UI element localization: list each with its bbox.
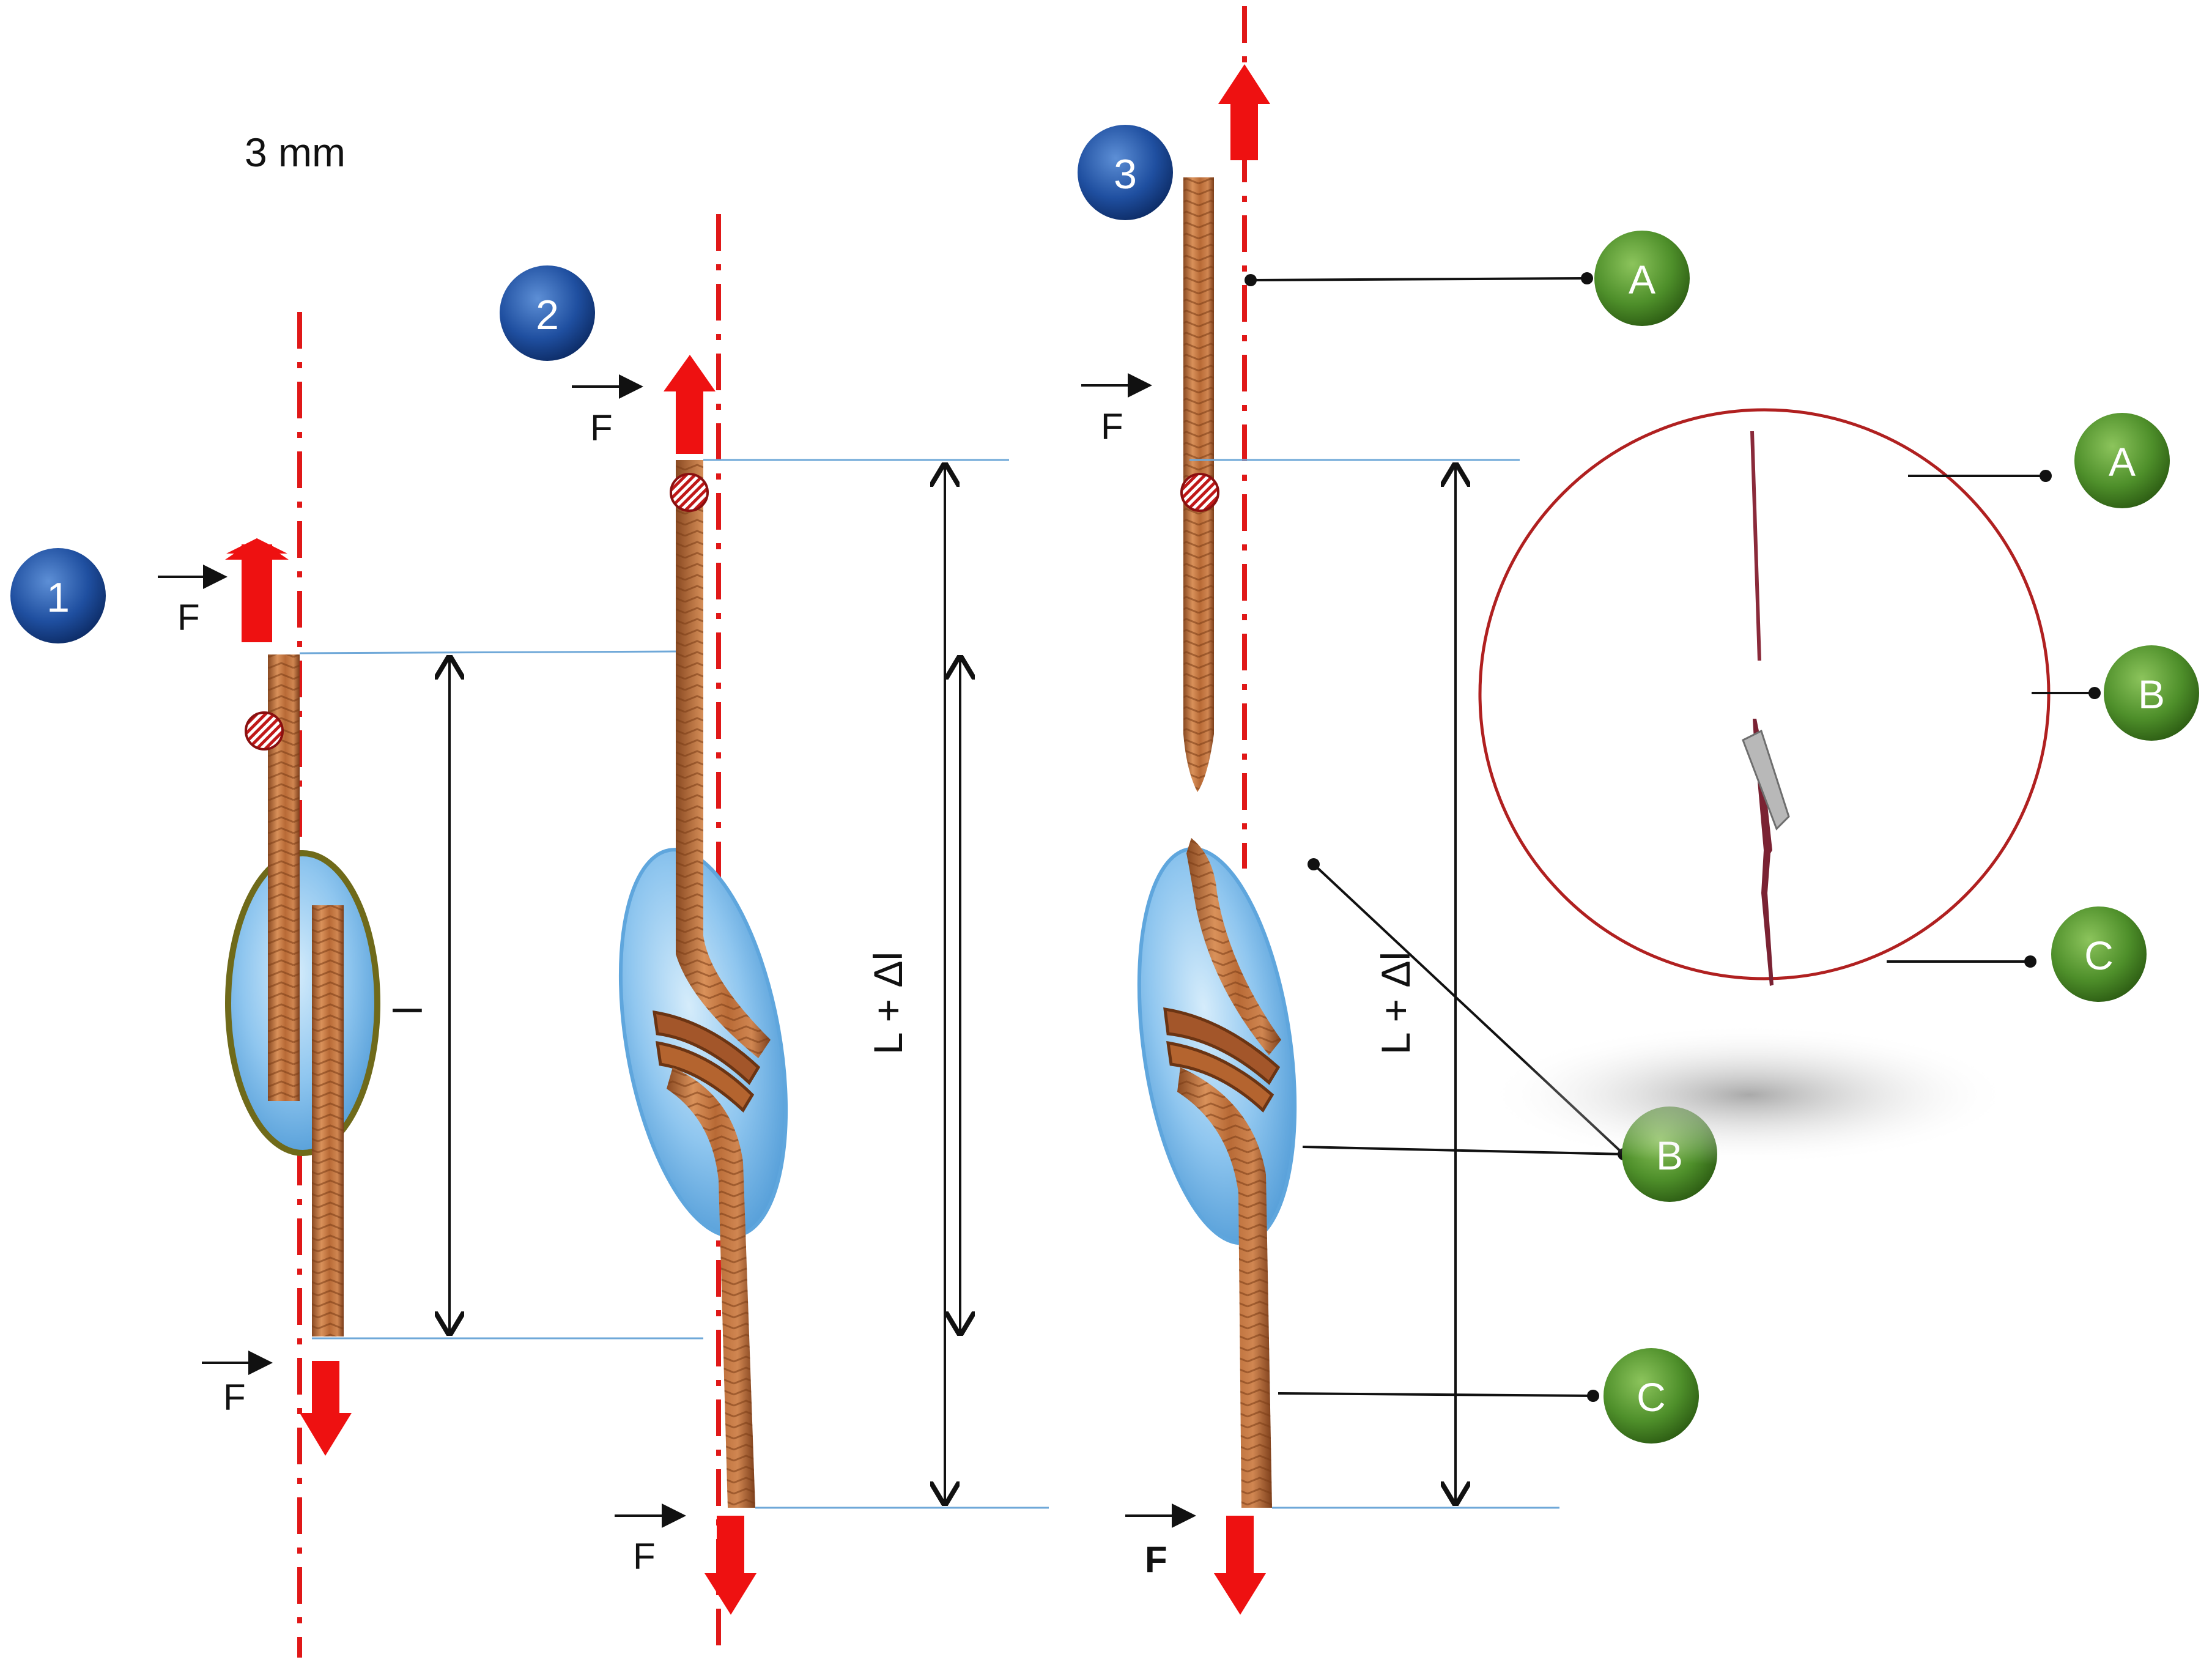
stage-2-force-arrow-down	[717, 1516, 744, 1575]
stage-3-force-arrow-down	[1226, 1516, 1254, 1575]
stage-1-force-arrow-down	[312, 1361, 339, 1416]
magnifier-callout-a-badge	[2074, 413, 2170, 508]
stage-1-arrow-down-tip	[300, 1413, 352, 1456]
stage-3-length-label: L + Δl	[1373, 952, 1418, 1055]
leader-dot-a-end	[1581, 272, 1593, 284]
stage-3-lower-fiber-texture	[1177, 1067, 1272, 1508]
stage-1-patch	[225, 850, 380, 1156]
stage-3-lower-stub-texture	[1186, 838, 1281, 1055]
magnifier-callout-b-label: B	[2138, 672, 2165, 717]
stage-1: 1 F F l	[10, 312, 703, 1658]
callout-a-badge	[1594, 231, 1690, 326]
magnifier-leader-dot-a	[2040, 470, 2052, 482]
stage-3-arrow-down-tip	[1214, 1573, 1266, 1615]
leader-dot-b-break	[1308, 858, 1320, 870]
stage-2-length-label: L + Δl	[865, 952, 911, 1055]
stage-2-marker	[670, 473, 709, 512]
leader-dot-c	[1587, 1390, 1599, 1402]
callout-c-badge	[1604, 1348, 1699, 1444]
stage-2-knot-band-2	[656, 1040, 755, 1113]
magnifier-callout-a-label: A	[2109, 439, 2136, 484]
stage-2-number: 2	[536, 292, 559, 338]
stage-2-force-arrow-up	[676, 385, 703, 454]
magnified-knot	[1742, 729, 1790, 831]
magnifier-inset: A B C	[1478, 408, 2199, 1165]
stage-1-marker	[245, 711, 284, 751]
stage-2-arrow-up-tip	[664, 355, 716, 391]
stage-1-f-label-bottom: F	[223, 1377, 246, 1418]
magnifier-leader-dot-b	[2088, 687, 2101, 699]
stage-3-force-arrow-up	[1230, 98, 1258, 160]
stage-2-badge	[500, 265, 595, 361]
leader-dot-a	[1245, 274, 1257, 286]
magnified-lower-fiber	[1753, 719, 1774, 986]
leader-line-c	[1278, 1392, 1594, 1397]
leader-line-b-patch	[1302, 1146, 1624, 1155]
stage-3-f-label-top: F	[1101, 406, 1123, 447]
leader-line-a	[1250, 277, 1588, 281]
stage-3-marker	[1180, 473, 1219, 512]
magnifier-callout-b-badge	[2104, 645, 2199, 741]
stage-2-f-label-bottom: F	[633, 1536, 656, 1577]
callout-a-label: A	[1629, 257, 1655, 302]
stage-2-knot-band	[653, 1010, 761, 1085]
magnifier-callout-c-badge	[2051, 906, 2147, 1002]
stage-1-lower-fiber-texture	[312, 905, 344, 1336]
stage-3-f-label-bottom: F	[1145, 1539, 1167, 1580]
magnifier-callout-c-label: C	[2084, 933, 2114, 978]
stage-3-knot-band	[1163, 1007, 1281, 1085]
stage-3-knot-band-2	[1166, 1040, 1274, 1113]
stage-3-badge	[1078, 125, 1173, 220]
magnifier-leader-dot-c	[2024, 955, 2036, 968]
stage-1-dim-top-line	[299, 650, 679, 654]
stage-1-number: 1	[46, 574, 70, 621]
callout-c-label: C	[1637, 1374, 1666, 1420]
stage-1-arrow-up-tip	[225, 538, 289, 560]
stage-2-arrow-down-tip	[705, 1573, 756, 1615]
stage-1-f-label-top: F	[177, 597, 200, 638]
magnified-upper-fiber	[1750, 431, 1761, 661]
stage-3-arrow-up-tip	[1218, 64, 1270, 104]
stage-2: 2 F F L + Δl	[500, 214, 1049, 1658]
stage-3-number: 3	[1114, 151, 1137, 198]
stage-1-force-arrow-up	[242, 544, 272, 642]
magnifier-shadow	[1486, 1025, 2012, 1165]
stage-3: 3 F F L + Δl	[1078, 6, 1717, 1615]
stage-1-badge	[10, 548, 106, 643]
scale-label: 3 mm	[245, 130, 346, 175]
stage-2-upper-fiber-texture	[676, 460, 771, 1058]
stage-2-lower-fiber-texture	[667, 1067, 755, 1508]
stage-2-f-label-top: F	[590, 407, 613, 448]
stage-1-length-label: l	[385, 1006, 431, 1015]
